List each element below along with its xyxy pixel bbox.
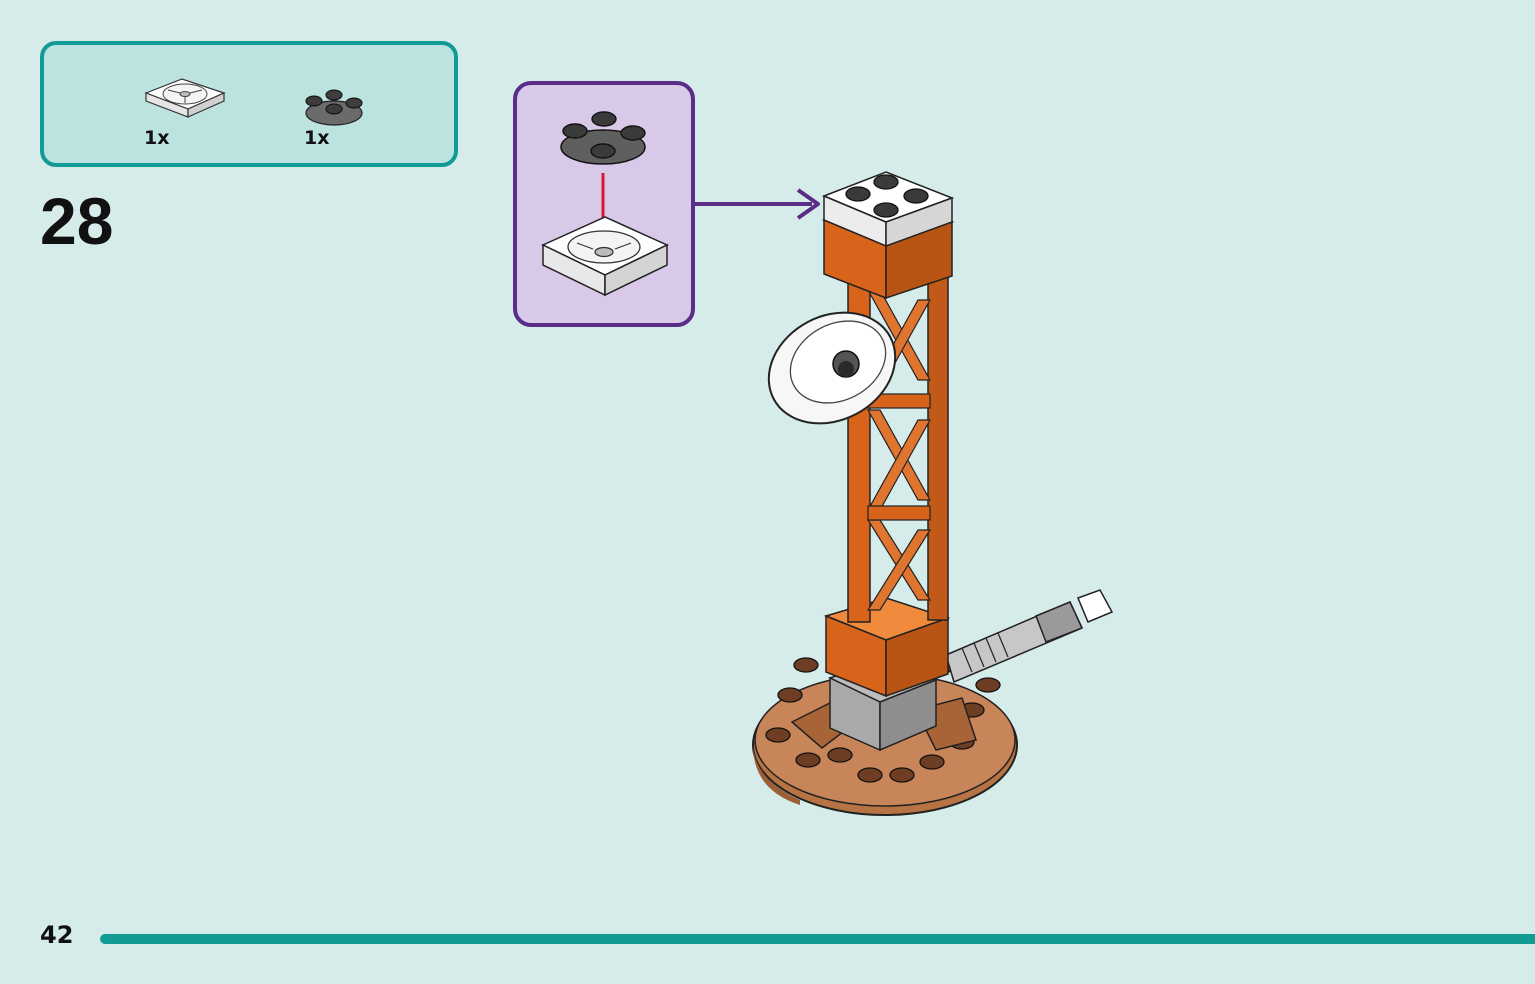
white-turntable-plate-icon	[142, 73, 228, 121]
parts-list-box: 1x 1x	[40, 41, 458, 167]
antenna-tower-model-icon	[752, 171, 1114, 816]
dark-gray-round-plate-icon	[300, 87, 366, 129]
subassembly-callout	[513, 81, 695, 327]
callout-arrow-icon	[694, 188, 820, 220]
part-quantity: 1x	[304, 127, 330, 149]
subassembly-illustration	[541, 111, 669, 297]
step-number: 28	[40, 184, 114, 258]
footer-bar	[100, 934, 1535, 944]
part-quantity: 1x	[144, 127, 170, 149]
page-number: 42	[40, 921, 74, 949]
